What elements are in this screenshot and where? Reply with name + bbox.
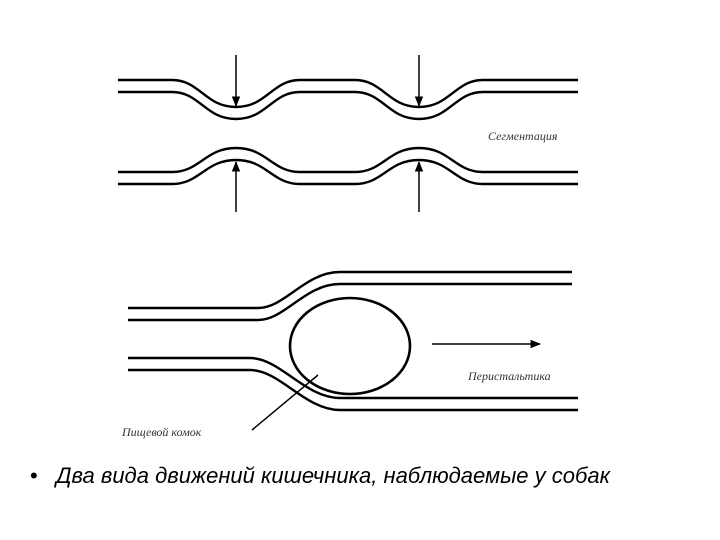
caption-text: Два вида движений кишечника, наблюдаемые… [56,463,610,488]
caption: • Два вида движений кишечника, наблюдаем… [30,462,700,489]
peristalsis-upper-wall [128,270,572,322]
intestine-motility-diagram: Сегментация Перистальтика Пищевой комок [118,55,578,439]
segmentation-upper-wall [118,78,578,121]
peristalsis-label: Перистальтика [467,369,551,383]
food-bolus-pointer [251,374,319,431]
peristalsis-lower-wall [128,356,578,412]
caption-bullet: • [30,463,38,488]
food-bolus [288,296,412,396]
segmentation-lower-wall [118,146,578,186]
segmentation-label: Сегментация [488,129,558,143]
constriction-arrows [231,55,424,212]
food-bolus-label: Пищевой комок [121,425,202,439]
